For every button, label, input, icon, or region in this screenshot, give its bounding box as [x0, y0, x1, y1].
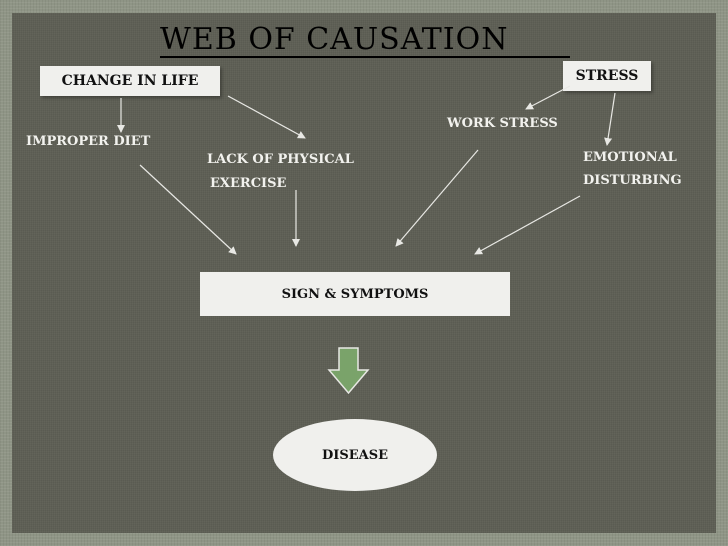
sign-symptoms-box: SIGN & SYMPTOMS [200, 272, 510, 316]
arrow-stress-to-workstress [525, 85, 571, 110]
stress-box: STRESS [563, 61, 651, 91]
arrow-emotional-to-signs [474, 195, 581, 255]
arrow-change-to-exercise [227, 95, 306, 139]
work-stress-label: WORK STRESS [447, 116, 558, 131]
arrow-diet-to-signs [139, 164, 237, 255]
lack-of-physical-label: LACK OF PHYSICAL [207, 152, 354, 167]
improper-diet-label: IMPROPER DIET [26, 134, 151, 149]
down-arrow-icon [327, 347, 370, 395]
diagram-title: WEB OF CAUSATION [160, 22, 509, 57]
arrow-workstress-to-signs [395, 149, 479, 247]
arrow-stress-to-emotional [604, 92, 616, 146]
disturbing-label: DISTURBING [583, 173, 682, 188]
title-underline [160, 56, 570, 58]
emotional-label: EMOTIONAL [583, 150, 677, 165]
slide-panel [12, 13, 716, 533]
disease-oval: DISEASE [273, 419, 437, 491]
exercise-label: EXERCISE [210, 176, 287, 191]
change-in-life-box: CHANGE IN LIFE [40, 66, 220, 96]
